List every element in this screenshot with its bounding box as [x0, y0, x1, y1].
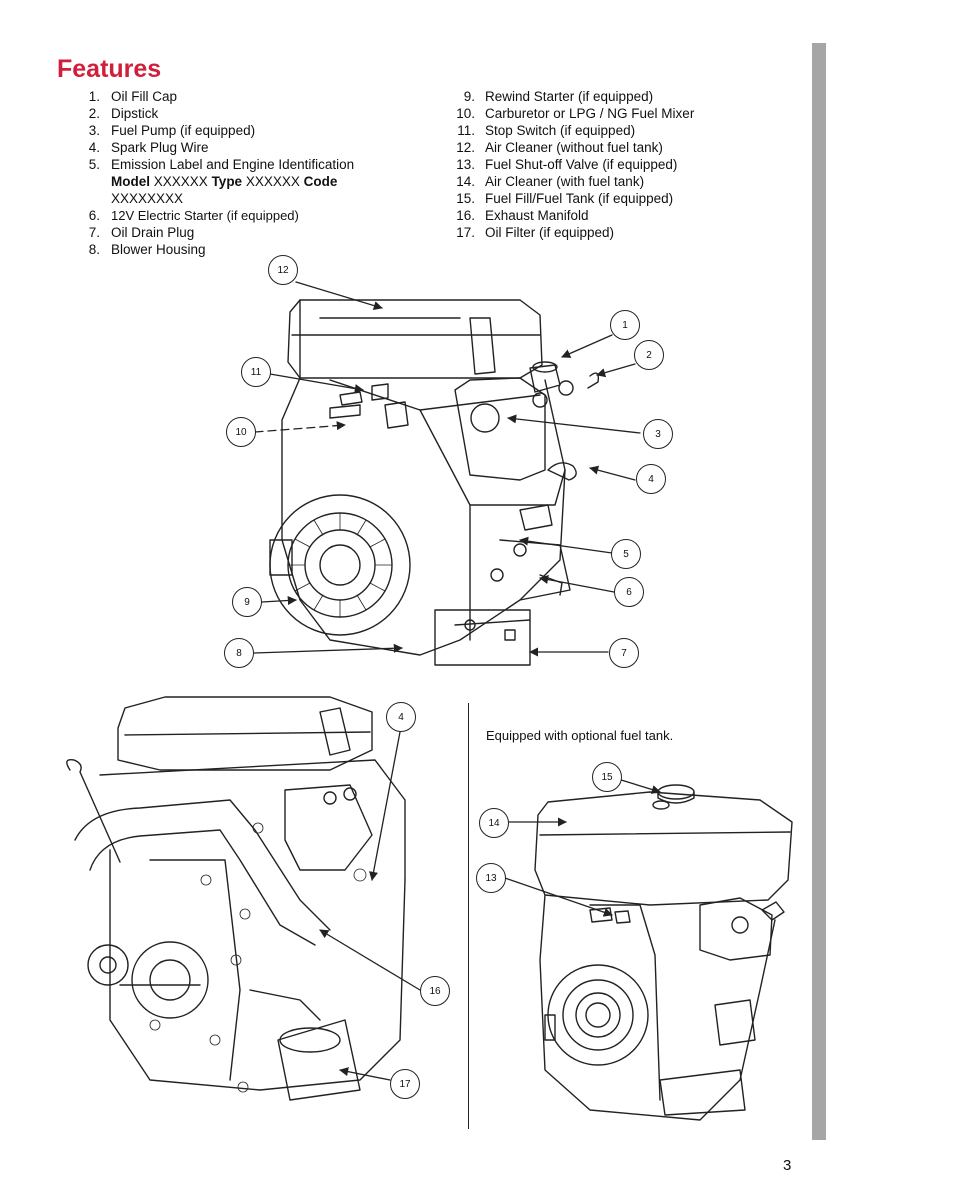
callout-6: 6 — [614, 577, 644, 607]
page-edge-bar — [812, 43, 826, 1140]
callout-14: 14 — [479, 808, 509, 838]
callout-15: 15 — [592, 762, 622, 792]
list-item: 16.Exhaust Manifold — [456, 208, 589, 223]
features-list-left: 1.Oil Fill Cap 2.Dipstick 3.Fuel Pump (i… — [84, 88, 384, 258]
list-item: 13.Fuel Shut-off Valve (if equipped) — [456, 157, 678, 172]
callout-8: 8 — [224, 638, 254, 668]
bottom-right-leader-lines — [504, 778, 661, 917]
callout-5: 5 — [611, 539, 641, 569]
callout-4-lower: 4 — [386, 702, 416, 732]
callout-16: 16 — [420, 976, 450, 1006]
list-item: 7.Oil Drain Plug — [88, 225, 195, 240]
callout-9: 9 — [232, 587, 262, 617]
fuel-tank-caption: Equipped with optional fuel tank. — [486, 728, 674, 743]
bottom-left-leader-lines — [319, 731, 421, 1081]
list-item: 15.Fuel Fill/Fuel Tank (if equipped) — [456, 191, 674, 206]
callout-11: 11 — [241, 357, 271, 387]
callout-2: 2 — [634, 340, 664, 370]
list-item: 8.Blower Housing — [88, 242, 206, 257]
list-item: 17.Oil Filter (if equipped) — [456, 225, 615, 240]
bottom-left-engine-drawing — [66, 696, 406, 1101]
list-item: 10.Carburetor or LPG / NG Fuel Mixer — [456, 106, 695, 121]
callout-4: 4 — [636, 464, 666, 494]
list-item: 1.Oil Fill Cap — [88, 89, 178, 104]
page-title: Features — [57, 55, 162, 83]
callout-10: 10 — [226, 417, 256, 447]
top-engine-drawing — [269, 299, 600, 666]
list-item: 4.Spark Plug Wire — [88, 140, 209, 155]
callout-7: 7 — [609, 638, 639, 668]
list-item: 9.Rewind Starter (if equipped) — [463, 89, 654, 104]
list-item: 2.Dipstick — [88, 106, 159, 121]
callout-12: 12 — [268, 255, 298, 285]
callout-17: 17 — [390, 1069, 420, 1099]
callout-1: 1 — [610, 310, 640, 340]
page-number: 3 — [783, 1157, 792, 1174]
list-item: 6.12V Electric Starter (if equipped) — [88, 208, 299, 223]
list-item: 11.Stop Switch (if equipped) — [457, 123, 636, 138]
bottom-right-engine-drawing — [534, 784, 793, 1121]
callout-13: 13 — [476, 863, 506, 893]
callout-3: 3 — [643, 419, 673, 449]
list-item: 12.Air Cleaner (without fuel tank) — [456, 140, 663, 155]
top-leader-lines — [253, 281, 641, 657]
list-item: 14.Air Cleaner (with fuel tank) — [456, 174, 645, 189]
features-list-right: 9.Rewind Starter (if equipped) 10.Carbur… — [450, 88, 780, 241]
list-item: 5. Emission Label and Engine Identificat… — [88, 157, 355, 206]
column-divider — [468, 703, 469, 1129]
list-item: 3.Fuel Pump (if equipped) — [88, 123, 256, 138]
